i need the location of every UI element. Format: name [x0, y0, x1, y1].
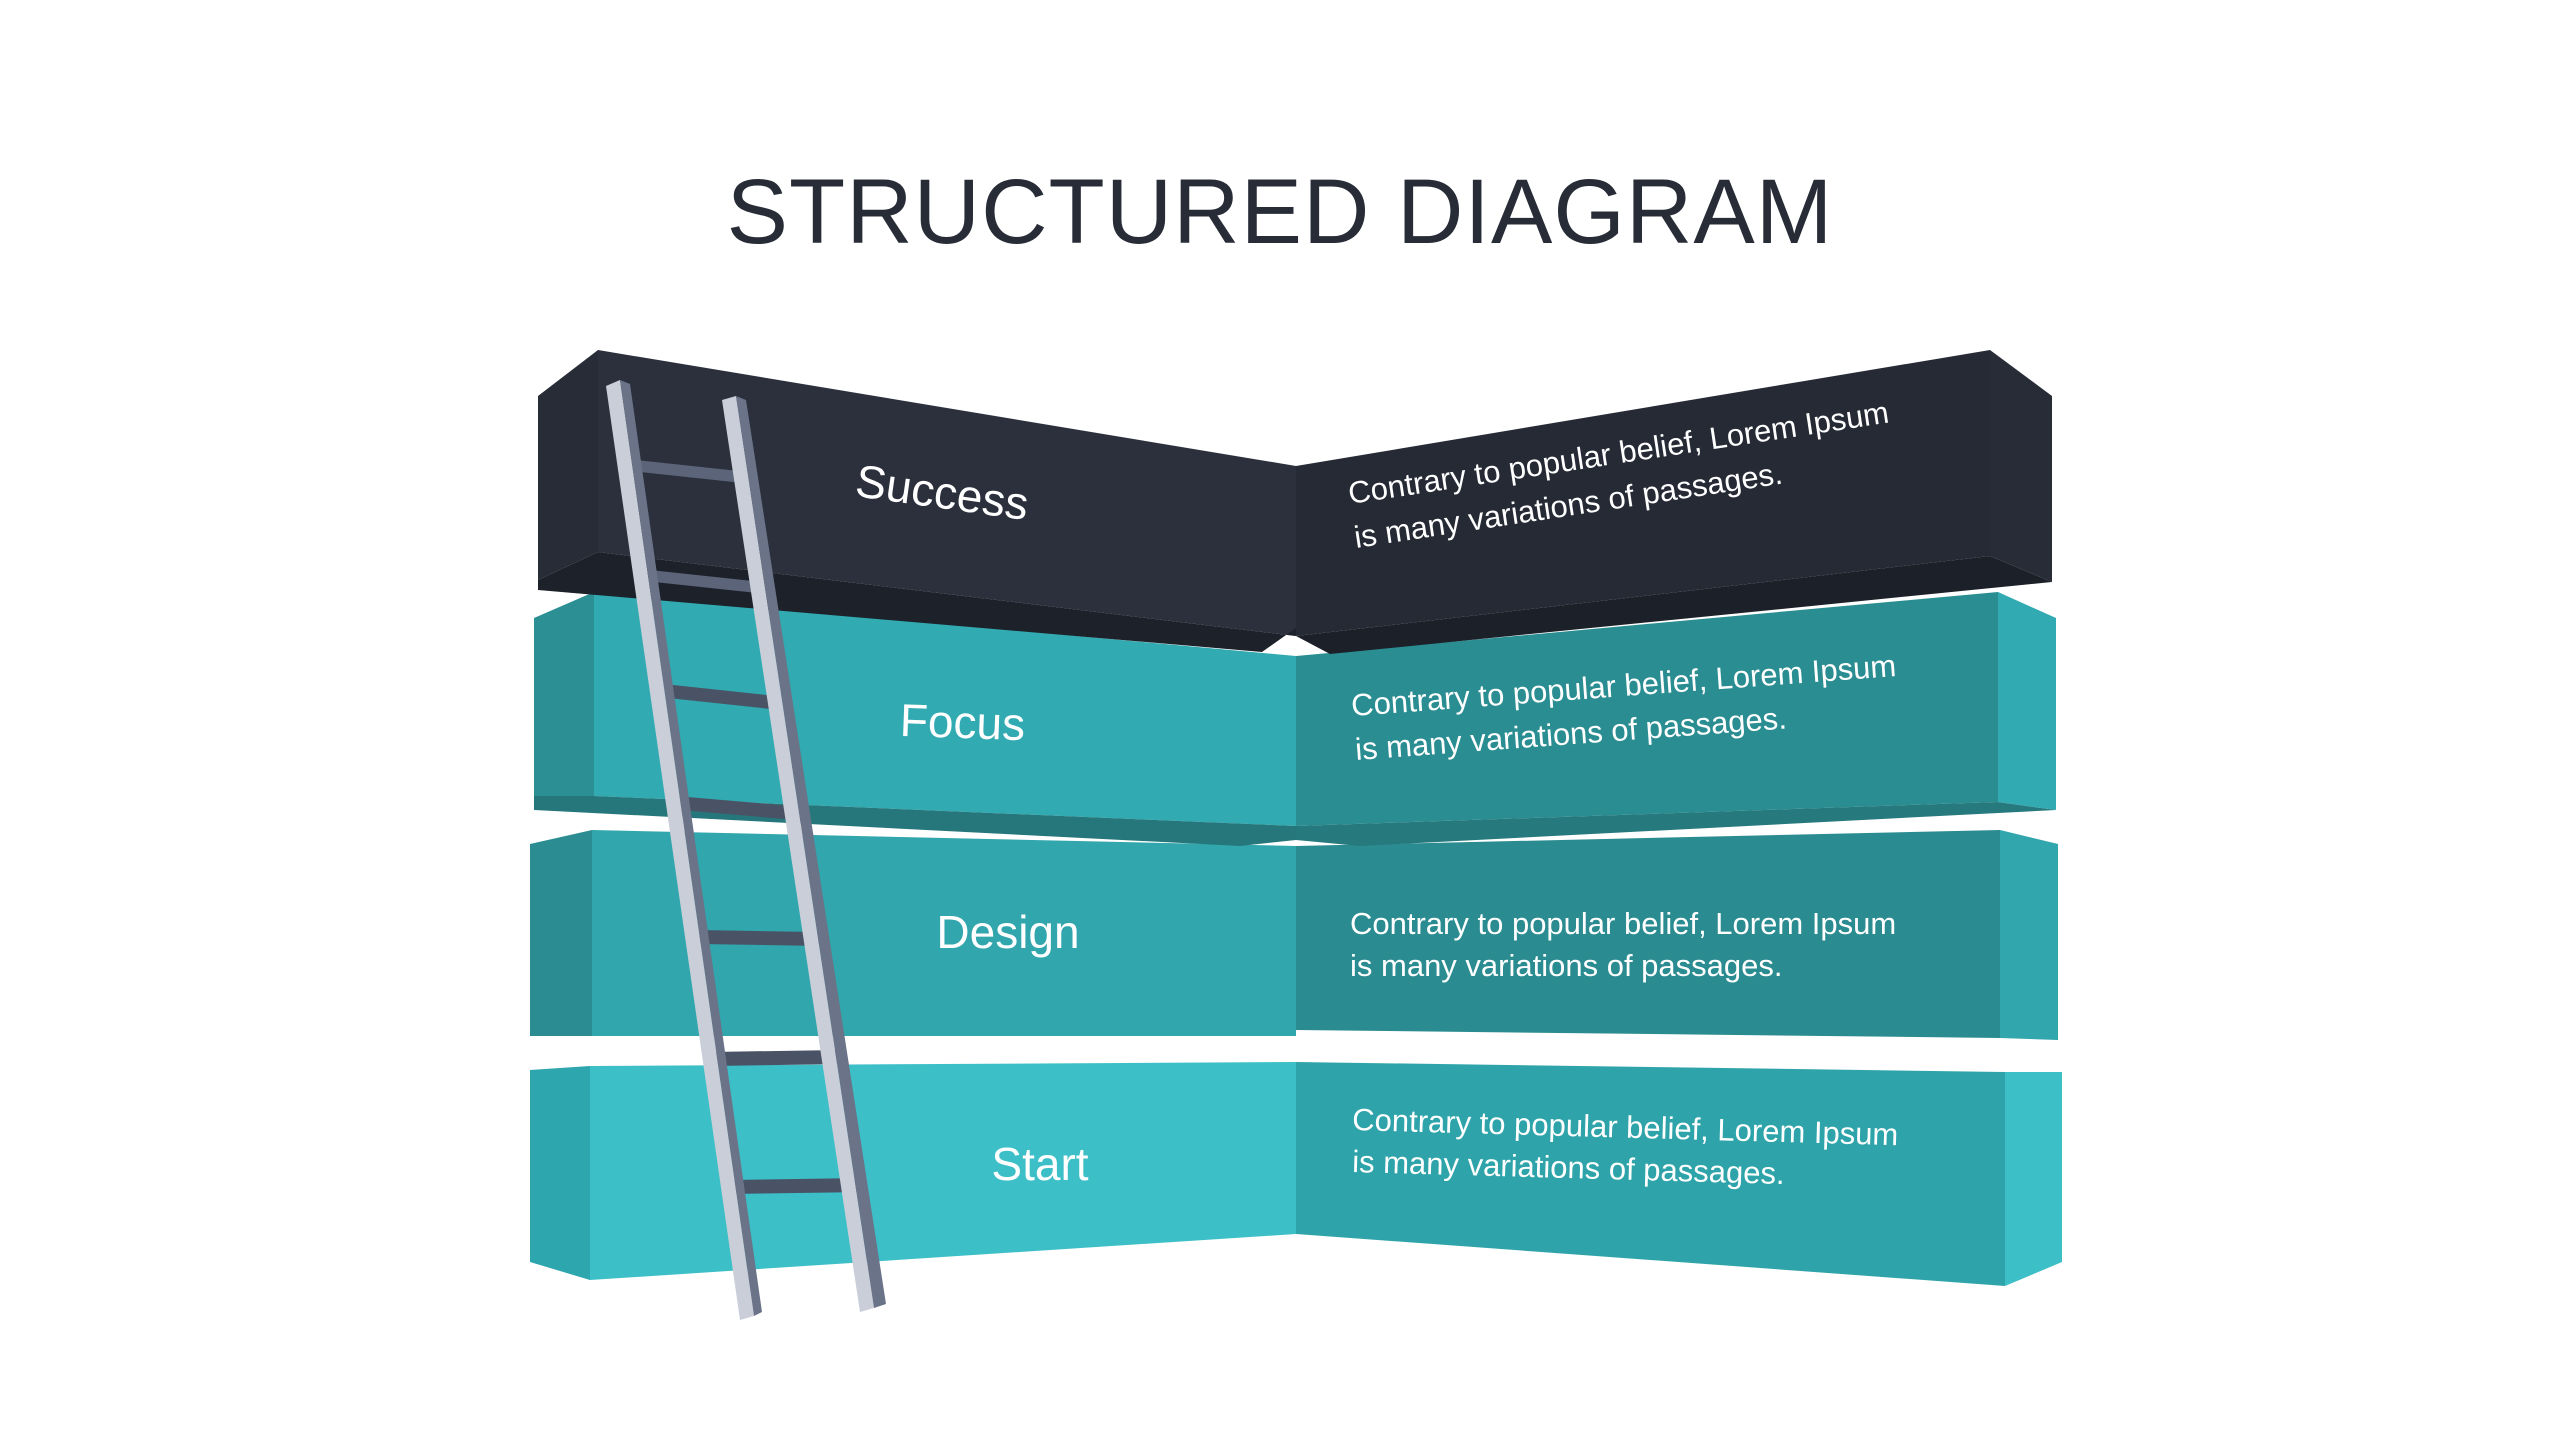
- step-design-left-cap: [530, 830, 592, 1036]
- step-design-desc-line1: Contrary to popular belief, Lorem Ipsum: [1350, 906, 1896, 941]
- ladder-right-rail-face: [722, 396, 874, 1312]
- step-start-label: Start: [991, 1138, 1088, 1190]
- ladder-left-rail-face: [606, 380, 754, 1320]
- step-design-label: Design: [936, 906, 1079, 958]
- ladder-rungs: [636, 460, 868, 1194]
- step-start-left-face: [590, 1062, 1296, 1280]
- step-success-right-face: [1296, 350, 1990, 636]
- step-design-right-cap: [2000, 830, 2058, 1040]
- step-focus-label: Focus: [899, 694, 1026, 750]
- step-success-right-underside: [1296, 556, 2052, 654]
- step-design-desc-line2: is many variations of passages.: [1350, 948, 1783, 983]
- step-start-right-cap: [2005, 1072, 2062, 1286]
- step-success-left-cap: [538, 350, 598, 580]
- step-design: Design Contrary to popular belief, Lorem…: [530, 830, 2058, 1040]
- step-start-right-face: [1296, 1062, 2005, 1286]
- ladder-left-rail-side: [620, 380, 762, 1316]
- step-success: Success Contrary to popular belief, Lore…: [538, 350, 2052, 654]
- step-design-left-face: [592, 830, 1296, 1036]
- step-success-left-face: [598, 350, 1296, 636]
- step-focus-right-cap: [1998, 592, 2056, 810]
- ladder-right-rail-side: [736, 396, 886, 1308]
- diagram-title: STRUCTURED DIAGRAM: [726, 161, 1834, 263]
- step-design-right-face: [1296, 830, 2000, 1038]
- step-focus-left-cap: [534, 592, 594, 810]
- step-start: Start Contrary to popular belief, Lorem …: [530, 1062, 2062, 1286]
- ladder-icon: [606, 380, 886, 1320]
- step-success-left-underside: [538, 552, 1296, 652]
- step-success-right-cap: [1990, 350, 2052, 582]
- step-start-left-cap: [530, 1066, 590, 1280]
- step-focus-right-face: [1296, 592, 1998, 826]
- step-focus-right-underside: [1296, 802, 2056, 846]
